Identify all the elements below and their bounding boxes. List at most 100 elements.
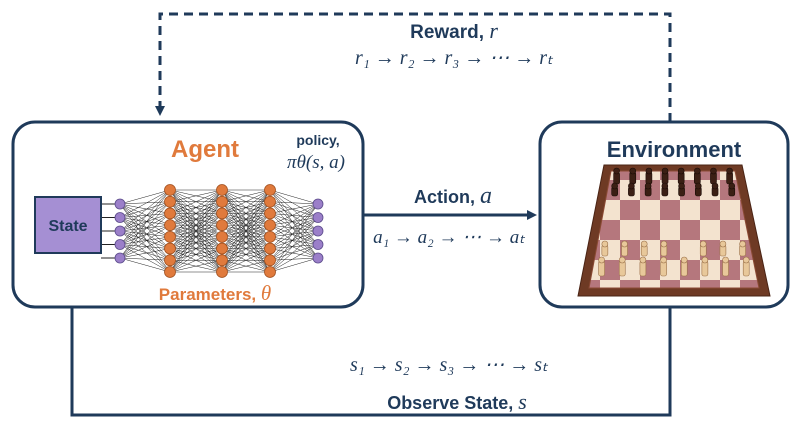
observe-state-arrow xyxy=(67,254,672,417)
network-edge xyxy=(119,203,171,238)
chess-piece-head xyxy=(644,182,652,190)
hidden-node xyxy=(216,230,228,243)
network-edge xyxy=(119,224,171,259)
network-edge xyxy=(119,236,171,245)
hidden-node xyxy=(264,254,276,267)
network-edge xyxy=(169,189,223,226)
network-edge xyxy=(119,230,171,273)
network-edge xyxy=(169,189,223,261)
hidden-node xyxy=(216,195,228,208)
network-edge xyxy=(169,189,223,202)
network-edge xyxy=(269,236,319,245)
network-edge xyxy=(221,189,271,261)
network-edge xyxy=(119,217,171,273)
input-output-node xyxy=(114,252,126,264)
network-edge xyxy=(269,201,319,218)
network-edge xyxy=(269,217,319,226)
network-edge xyxy=(169,236,223,273)
reward-sequence: r₁ → r₂ → r₃ → ⋯ → rₜ xyxy=(355,47,554,69)
input-output-node xyxy=(114,225,126,237)
hidden-node xyxy=(216,266,228,278)
network-edge xyxy=(119,189,171,245)
chess-piece-head xyxy=(722,256,729,264)
network-edge xyxy=(119,257,171,273)
network-edge xyxy=(269,203,319,238)
network-edge xyxy=(221,189,271,249)
network-edge xyxy=(119,189,171,218)
network-edge xyxy=(119,217,171,226)
network-edge xyxy=(119,224,171,245)
chess-piece-head xyxy=(695,182,702,190)
input-output-node xyxy=(114,239,126,250)
network-edge xyxy=(119,244,171,273)
hidden-node xyxy=(264,219,276,232)
network-edge xyxy=(169,248,223,273)
hidden-node xyxy=(164,207,176,220)
chess-piece-head xyxy=(640,240,648,248)
network-edge xyxy=(269,230,319,238)
network-edge xyxy=(221,189,271,238)
chess-piece-head xyxy=(645,167,653,175)
network-edge xyxy=(269,201,319,205)
observe-label: Observe State, s xyxy=(387,389,527,414)
network-edge xyxy=(269,213,319,232)
network-edge xyxy=(269,217,319,249)
network-edge xyxy=(119,201,171,205)
chess-piece-head xyxy=(661,182,669,190)
action-sequence: a₁ → a₂ → ⋯ → aₜ xyxy=(373,227,525,248)
hidden-node xyxy=(216,207,228,220)
hidden-node xyxy=(164,242,176,255)
chess-piece-head xyxy=(726,167,733,175)
chess-piece-head xyxy=(629,167,637,175)
network-edge xyxy=(169,260,223,273)
chess-piece-head xyxy=(677,167,685,175)
network-edge xyxy=(269,244,319,273)
hidden-node xyxy=(164,266,176,278)
chess-piece-head xyxy=(710,167,717,175)
state-box xyxy=(34,196,102,254)
network-edge xyxy=(221,201,271,273)
chess-piece-head xyxy=(621,240,628,248)
chess-piece-head xyxy=(611,182,618,190)
network-edge xyxy=(269,203,319,214)
hidden-node xyxy=(216,254,228,267)
input-output-node xyxy=(312,225,324,237)
network-edge xyxy=(119,203,171,261)
parameters-label: Parameters, θ xyxy=(159,281,271,305)
chess-piece-head xyxy=(660,256,667,264)
policy-label: policy, xyxy=(296,132,339,148)
network-edge xyxy=(169,189,223,273)
chess-piece-head xyxy=(660,240,668,248)
network-edge xyxy=(119,201,171,218)
network-edge xyxy=(269,201,319,245)
network-edge xyxy=(269,203,319,249)
network-edge xyxy=(119,244,171,249)
chess-piece-head xyxy=(719,240,727,248)
network-edge xyxy=(119,189,171,205)
network-edge xyxy=(119,224,171,232)
network-edge xyxy=(269,217,319,273)
network-edge xyxy=(119,189,171,232)
hidden-node xyxy=(164,184,176,196)
chess-piece-head xyxy=(618,256,626,264)
network-edge xyxy=(119,201,171,259)
reward-feedback-arrow xyxy=(155,12,672,122)
chess-piece-head xyxy=(661,167,669,175)
network-edge xyxy=(269,189,319,218)
hidden-node xyxy=(264,230,276,243)
network-edge xyxy=(169,189,223,249)
network-edge xyxy=(221,189,271,226)
hidden-node xyxy=(264,242,276,255)
network-edge xyxy=(269,189,319,205)
hidden-node xyxy=(264,184,276,196)
input-output-node xyxy=(114,212,126,223)
hidden-node xyxy=(216,184,228,196)
chess-piece-head xyxy=(680,256,688,264)
network-edge xyxy=(269,189,319,259)
chess-piece-head xyxy=(699,240,707,248)
network-edge xyxy=(269,203,319,261)
network-edge xyxy=(269,203,319,226)
hidden-node xyxy=(164,254,176,267)
network-edge xyxy=(221,224,271,273)
network-edge xyxy=(221,260,271,273)
